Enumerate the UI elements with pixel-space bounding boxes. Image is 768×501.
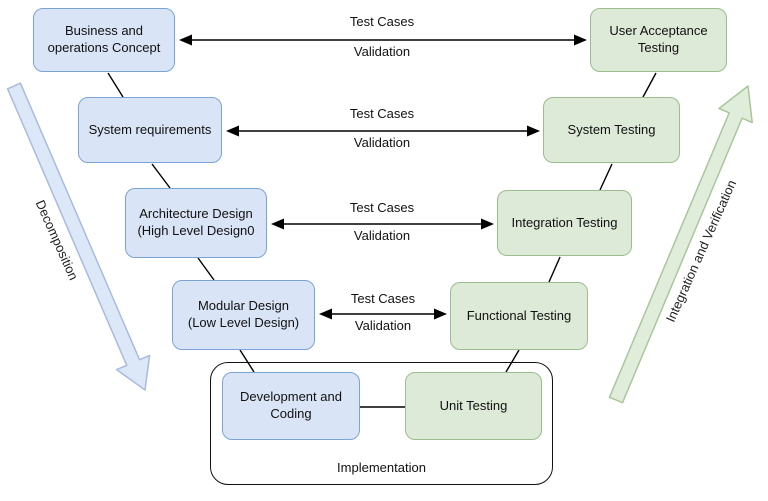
implementation-group: Implementation: [210, 362, 553, 485]
cross-arrows: [179, 34, 587, 320]
node-user-acceptance-testing: User Acceptance Testing: [590, 8, 727, 72]
connector-line: [548, 256, 561, 283]
cross-arrow-top-label: Test Cases: [349, 106, 415, 121]
node-system-requirements: System requirements: [78, 97, 222, 163]
node-unit-testing: Unit Testing: [405, 372, 542, 440]
cross-arrow-bottom-label: Validation: [353, 228, 411, 243]
node-functional-testing: Functional Testing: [450, 282, 588, 350]
node-business-operations-concept: Business and operations Concept: [33, 8, 175, 72]
node-integration-testing: Integration Testing: [497, 190, 632, 256]
node-modular-design: Modular Design (Low Level Design): [172, 280, 315, 350]
connector-line: [239, 349, 255, 373]
cross-arrow-top-label: Test Cases: [350, 291, 416, 306]
cross-arrow-top-label: Test Cases: [349, 14, 415, 29]
connector-line: [107, 72, 124, 98]
node-architecture-design: Architecture Design (High Level Design0: [125, 188, 267, 258]
cross-arrow-bottom-label: Validation: [353, 44, 411, 59]
box-connector-lines: [107, 72, 657, 408]
integration-verification-arrow: [608, 85, 753, 404]
connector-line: [505, 349, 520, 373]
connector-line: [197, 257, 215, 281]
decomposition-arrow: [6, 82, 151, 391]
cross-arrow-bottom-label: Validation: [353, 135, 411, 150]
connector-line: [642, 72, 657, 98]
node-development-and-coding: Development and Coding: [222, 372, 360, 440]
connector-line: [599, 163, 613, 191]
implementation-label: Implementation: [337, 460, 426, 475]
cross-arrow-bottom-label: Validation: [354, 318, 412, 333]
cross-arrow-top-label: Test Cases: [349, 200, 415, 215]
connector-line: [151, 163, 171, 189]
node-system-testing: System Testing: [543, 97, 680, 163]
